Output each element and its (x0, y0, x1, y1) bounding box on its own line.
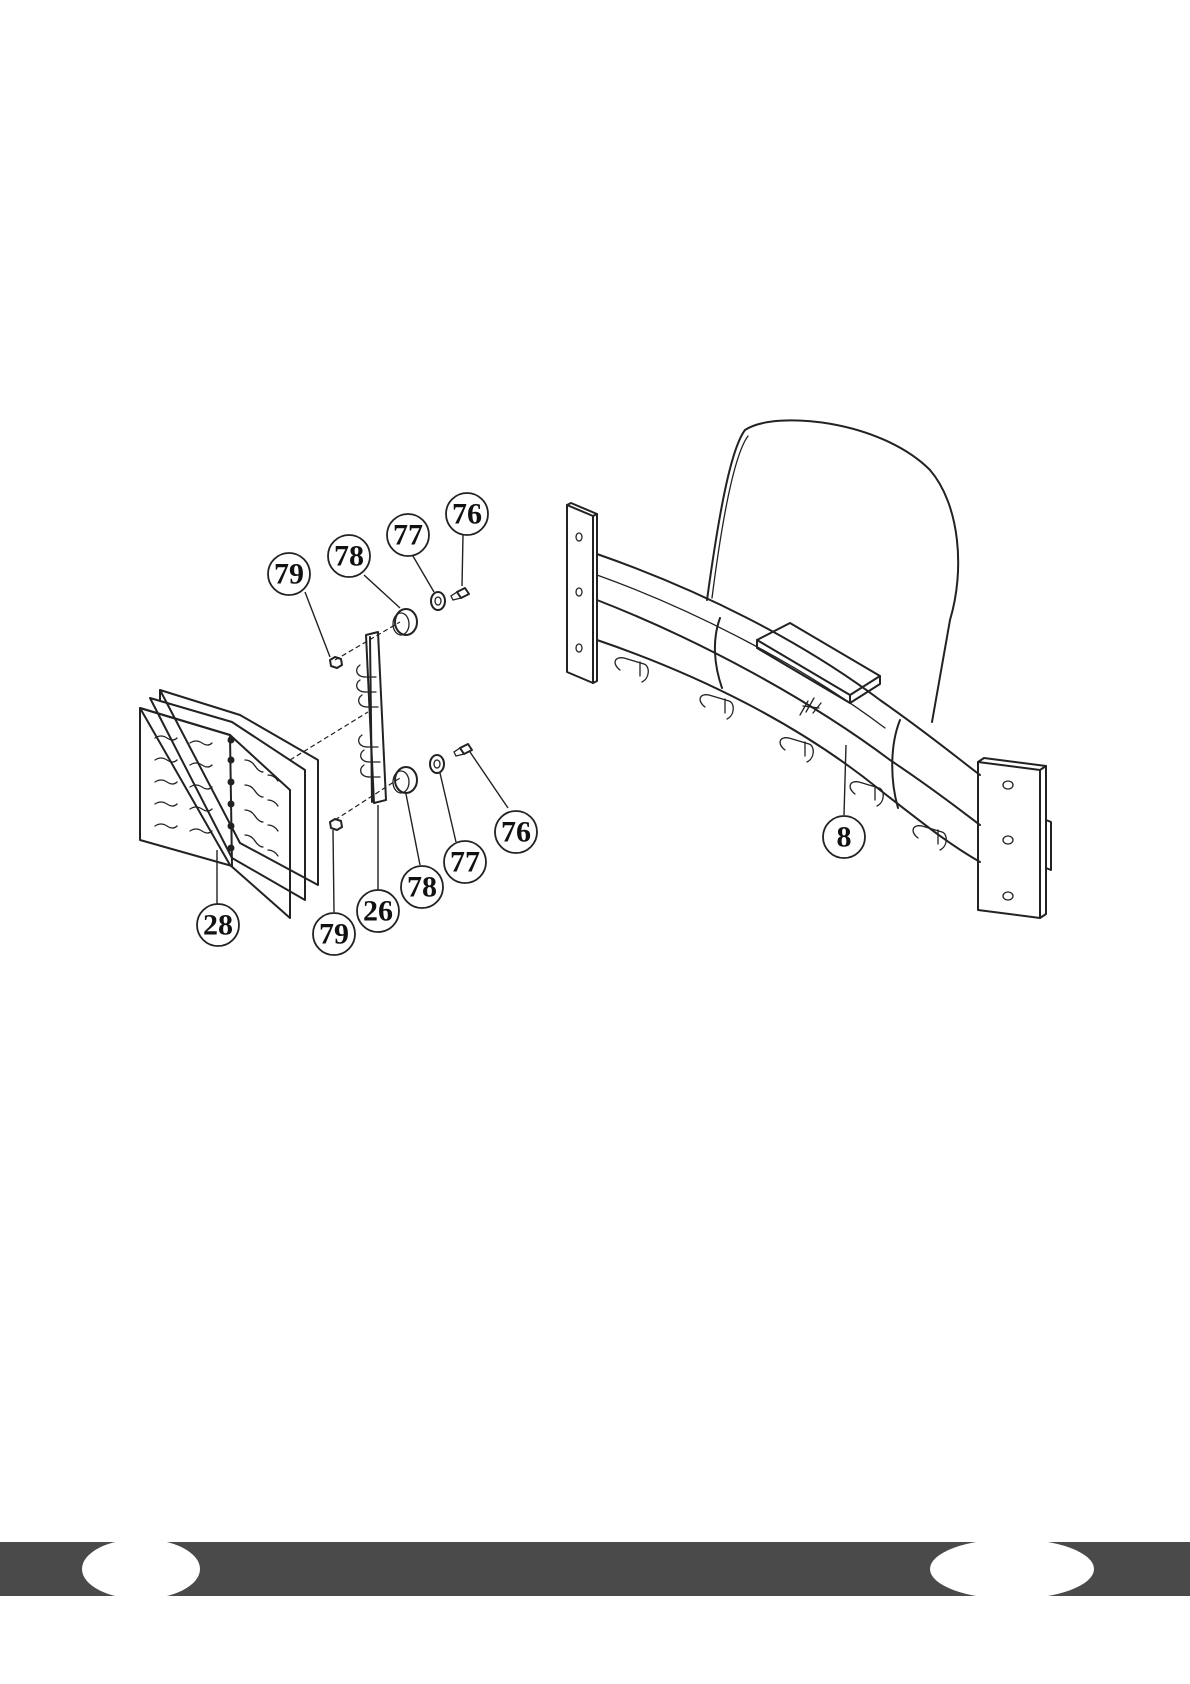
callout-77-lower: 77 (444, 841, 486, 883)
callout-77-upper-label: 77 (393, 519, 423, 552)
callout-28: 28 (197, 904, 239, 946)
callout-76-lower-label: 76 (501, 816, 531, 849)
callout-78-upper: 78 (328, 535, 370, 577)
callout-79-lower-label: 79 (319, 918, 349, 951)
callout-78-lower-label: 78 (407, 871, 437, 904)
callout-28-label: 28 (203, 909, 233, 942)
page-number-left (82, 1539, 200, 1599)
callout-78-upper-label: 78 (334, 540, 364, 573)
callout-76-upper-label: 76 (452, 498, 482, 531)
ring-binder-part-26 (290, 622, 400, 890)
callout-79-lower: 79 (313, 913, 355, 955)
frame-part-8 (567, 420, 1051, 918)
callout-79-upper: 79 (268, 553, 310, 595)
callout-8-label: 8 (837, 821, 852, 854)
chart-pages-part-28 (140, 690, 318, 918)
callout-26: 26 (357, 890, 399, 932)
callout-26-label: 26 (363, 895, 393, 928)
callout-8: 8 (823, 816, 865, 858)
callout-76-lower: 76 (495, 811, 537, 853)
page-number-right-text (930, 1539, 1094, 1599)
callout-79-upper-label: 79 (274, 558, 304, 591)
page-number-right (930, 1539, 1094, 1599)
callout-78-lower: 78 (401, 866, 443, 908)
callout-77-upper: 77 (387, 514, 429, 556)
page-number-left-text (82, 1539, 200, 1599)
callout-77-lower-label: 77 (450, 846, 480, 879)
callout-76-upper: 76 (446, 493, 488, 535)
